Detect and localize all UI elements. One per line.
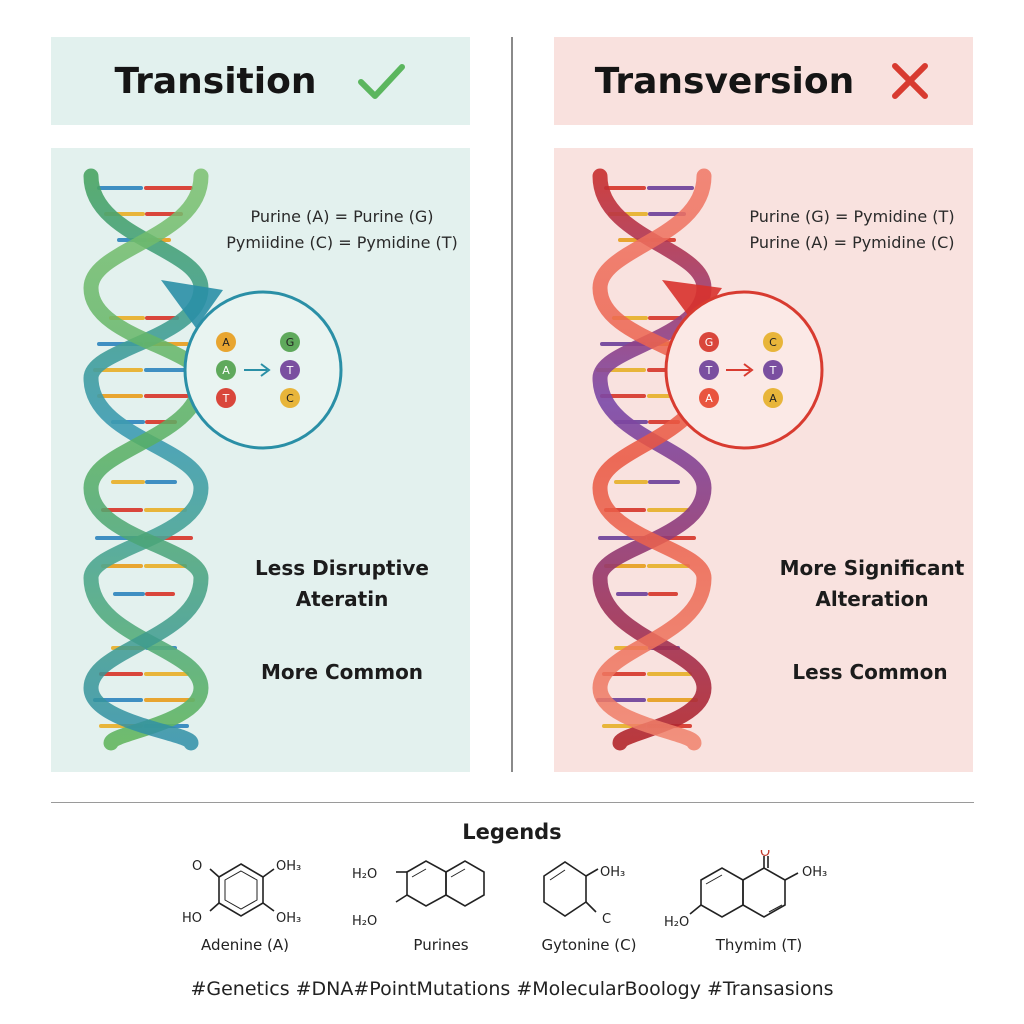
svg-text:T: T	[769, 364, 777, 377]
check-icon	[358, 64, 406, 99]
svg-text:G: G	[705, 336, 714, 349]
transition-zoom-bases: A A T G T C	[216, 332, 300, 408]
transition-impact: Less Disruptive Ateratin	[232, 553, 452, 615]
svg-text:A: A	[222, 336, 230, 349]
purines-atom-1: H₂O	[352, 867, 377, 882]
transversion-zoom-pointer	[662, 280, 722, 326]
gytonine-atom-1: OH₃	[600, 865, 625, 880]
transition-equation-1: Purine (A) = Purine (G)	[250, 207, 434, 226]
legend-label-gytonine: Gytonine (C)	[541, 936, 637, 954]
gytonine-structure-icon	[543, 861, 599, 917]
adenine-atom-2: OH₃	[276, 859, 301, 874]
transition-impact-line-1: Less Disruptive	[255, 556, 429, 580]
svg-text:T: T	[705, 364, 713, 377]
hashtags-footer: #Genetics #DNA#PointMutations #Molecular…	[190, 978, 834, 1000]
legend-label-purines: Purines	[413, 936, 469, 954]
adenine-structure-icon	[209, 863, 275, 917]
purines-structure-icon	[395, 860, 485, 907]
thymim-atom-3: H₂O	[664, 915, 689, 930]
transversion-zoom-bases: G T A C T A	[699, 332, 783, 408]
legend-divider	[51, 802, 974, 803]
svg-text:A: A	[705, 392, 713, 405]
thymim-structure-icon	[689, 856, 799, 918]
transversion-equations: Purine (G) = Pymidine (T) Purine (A) = P…	[720, 204, 984, 256]
adenine-atom-1: O	[192, 859, 202, 874]
transversion-impact-line-2: Alteration	[815, 587, 929, 611]
svg-text:C: C	[769, 336, 777, 349]
legend-label-thymim: Thymim (T)	[715, 936, 803, 954]
legends-title: Legends	[462, 820, 562, 844]
transversion-dna-illustration: G T A C T A	[592, 168, 824, 751]
transversion-arrow-icon	[726, 363, 754, 377]
transversion-header: Transversion	[554, 37, 973, 125]
transition-equation-2: Pymiidine (C) = Pymidine (T)	[226, 233, 458, 252]
transition-title: Transition	[114, 60, 317, 102]
purines-atom-2: H₂O	[352, 914, 377, 929]
center-divider	[511, 37, 513, 772]
legend-label-adenine: Adenine (A)	[201, 936, 289, 954]
svg-text:C: C	[286, 392, 294, 405]
transition-equations: Purine (A) = Purine (G) Pymiidine (C) = …	[212, 204, 472, 256]
svg-text:A: A	[769, 392, 777, 405]
transition-dna-illustration: A A T G T C	[83, 168, 343, 751]
transversion-strand-2	[592, 168, 712, 751]
svg-text:A: A	[222, 364, 230, 377]
transversion-equation-2: Purine (A) = Pymidine (C)	[749, 233, 955, 252]
svg-text:T: T	[286, 364, 294, 377]
adenine-atom-4: OH₃	[276, 911, 301, 926]
transversion-frequency: Less Common	[792, 660, 948, 684]
transition-arrow-icon	[244, 363, 271, 377]
transition-impact-line-2: Ateratin	[295, 587, 389, 611]
svg-text:G: G	[286, 336, 295, 349]
transversion-impact: More Significant Alteration	[762, 553, 982, 615]
legend-structures: O OH₃ HO OH₃ H₂O H₂O OH₃ C O OH₃ H₂O	[182, 850, 827, 930]
transition-zoom-pointer	[161, 280, 223, 328]
transition-strand-2	[83, 168, 209, 751]
thymim-atom-2: OH₃	[802, 865, 827, 880]
svg-text:T: T	[222, 392, 230, 405]
adenine-atom-3: HO	[182, 911, 202, 926]
gytonine-atom-2: C	[602, 912, 611, 927]
transition-header: Transition	[51, 37, 470, 125]
x-icon	[892, 63, 929, 99]
transversion-equation-1: Purine (G) = Pymidine (T)	[749, 207, 955, 226]
transition-frequency: More Common	[260, 660, 424, 684]
transversion-title: Transversion	[594, 60, 855, 102]
transversion-impact-line-1: More Significant	[779, 556, 965, 580]
thymim-atom-1: O	[760, 850, 770, 860]
